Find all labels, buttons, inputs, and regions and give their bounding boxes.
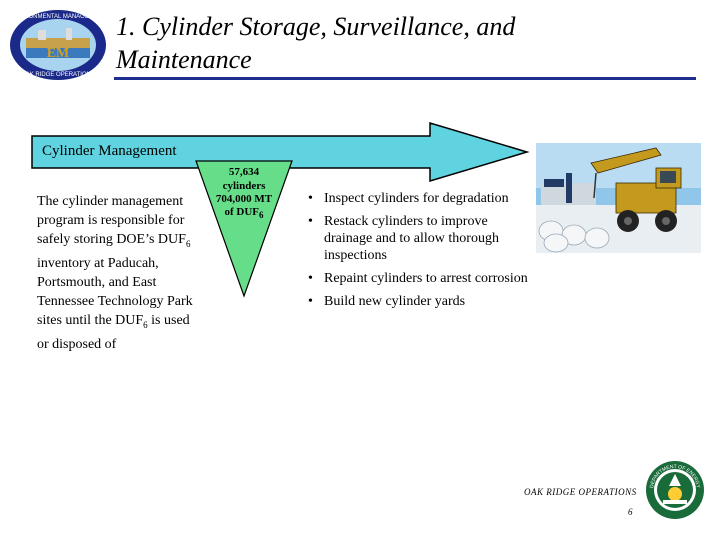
funnel-mass: 704,000 MT [215, 193, 273, 205]
program-description: The cylinder management program is respo… [37, 194, 193, 352]
funnel-material: of DUF6 [224, 206, 264, 221]
logo-top-text: ENVIRONMENTAL MANAGEMENT [10, 14, 106, 20]
em-logo: ENVIRONMENTAL MANAGEMENT EM OAK RIDGE OP… [10, 10, 106, 80]
logo-bottom-text: OAK RIDGE OPERATIONS [21, 72, 95, 78]
list-item: •Repaint cylinders to arrest corrosion [308, 271, 528, 286]
cylinder-management-arrow [31, 122, 530, 182]
logo-em-text: EM [47, 46, 70, 61]
list-item: •Inspect cylinders for degradation [308, 191, 509, 206]
footer-organization: OAK RIDGE OPERATIONS [524, 487, 637, 497]
page-title: 1. Cylinder Storage, Surveillance, and M… [116, 10, 696, 76]
title-line-2: Maintenance [116, 45, 252, 74]
inventory-funnel [195, 160, 293, 298]
title-line-1: 1. Cylinder Storage, Surveillance, and [116, 12, 516, 41]
funnel-unit: cylinders [222, 180, 266, 192]
arrow-label: Cylinder Management [42, 143, 177, 159]
list-item: •Build new cylinder yards [308, 294, 466, 309]
list-item: •Restack cylinders to improve drainage a… [308, 214, 499, 263]
doe-seal-icon: DEPARTMENT OF ENERGY [646, 461, 704, 519]
activity-list: •Inspect cylinders for degradation •Rest… [308, 190, 528, 316]
funnel-count: 57,634 [228, 166, 260, 178]
title-rule [114, 77, 696, 80]
page-number: 6 [628, 507, 633, 517]
cylinder-yard-photo [536, 143, 701, 253]
